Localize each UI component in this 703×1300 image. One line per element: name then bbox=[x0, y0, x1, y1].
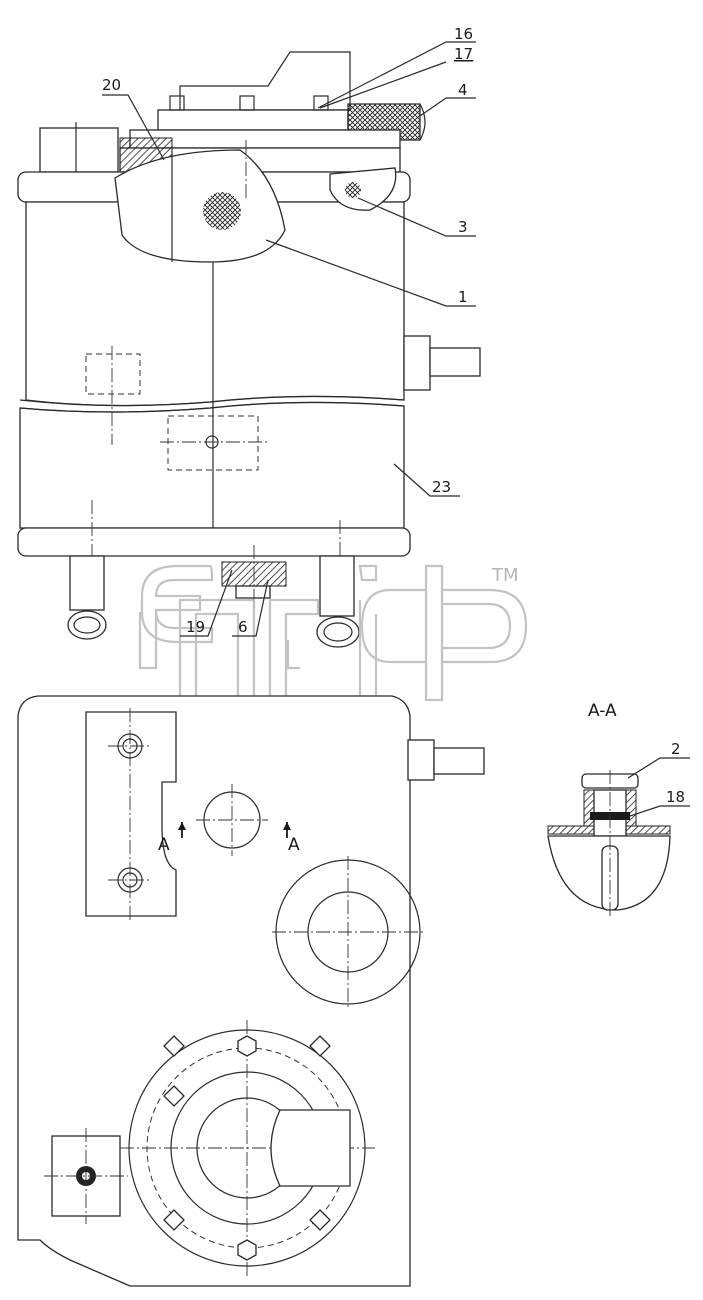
leader-3 bbox=[357, 197, 476, 237]
leader-2 bbox=[627, 757, 690, 779]
bottom-pipe bbox=[319, 555, 355, 617]
callout-2: 2 bbox=[671, 740, 681, 758]
break-line bbox=[19, 401, 405, 413]
watermark-letter bbox=[268, 598, 320, 700]
drain-plug-body bbox=[235, 585, 271, 599]
callout-19: 19 bbox=[186, 618, 205, 636]
flange-bolt bbox=[163, 1085, 185, 1107]
flange-bolt bbox=[237, 1035, 257, 1057]
callout-17: 17 bbox=[454, 45, 473, 63]
leader-1 bbox=[265, 239, 476, 307]
callout-18: 18 bbox=[666, 788, 685, 806]
section-aa-detail bbox=[547, 770, 671, 916]
callout-1: 1 bbox=[458, 288, 468, 306]
hidden-port bbox=[85, 353, 141, 395]
section-title: A-A bbox=[588, 701, 617, 721]
pipe-flare-inner bbox=[73, 616, 101, 634]
pipe-flare bbox=[316, 616, 360, 648]
callout-3: 3 bbox=[458, 218, 468, 236]
watermark-letter bbox=[286, 640, 300, 670]
cutaway-section bbox=[114, 149, 286, 263]
flange-bolt bbox=[163, 1209, 185, 1231]
side-boss-plan bbox=[407, 739, 435, 781]
cover-plate bbox=[179, 51, 351, 111]
side-boss bbox=[403, 335, 431, 391]
callout-16: 16 bbox=[454, 25, 473, 43]
leader-18 bbox=[629, 805, 690, 817]
watermark-tm: TM bbox=[491, 565, 519, 586]
watermark-letter bbox=[360, 588, 426, 664]
callout-4: 4 bbox=[458, 81, 468, 99]
tank-lower-body bbox=[19, 401, 405, 529]
detail-plate-right bbox=[625, 825, 671, 835]
watermark-letter bbox=[138, 612, 158, 670]
watermark-letter bbox=[358, 564, 378, 582]
leader-4 bbox=[419, 97, 476, 117]
outlet-boss bbox=[270, 1109, 351, 1187]
flange-bolt bbox=[163, 1035, 185, 1057]
flange-bolt bbox=[237, 1239, 257, 1261]
detail-wall-left bbox=[583, 789, 595, 827]
watermark-letter bbox=[440, 588, 528, 664]
side-nipple bbox=[429, 347, 481, 377]
leader-23 bbox=[393, 463, 460, 497]
leader-17 bbox=[319, 61, 447, 109]
callout-20: 20 bbox=[102, 76, 121, 94]
leader-lines bbox=[102, 41, 690, 817]
hidden-port bbox=[167, 415, 259, 471]
meshed-region bbox=[203, 192, 241, 230]
leader-19 bbox=[180, 569, 233, 637]
callout-labels: 16 17 4 20 3 1 23 19 6 2 18 A-A A A bbox=[102, 25, 685, 855]
watermark-letter bbox=[140, 564, 214, 644]
cap-edge bbox=[419, 103, 426, 141]
mounting-plate bbox=[85, 711, 177, 917]
plan-view bbox=[17, 695, 485, 1287]
leader-6 bbox=[232, 579, 269, 637]
section-arrow bbox=[283, 822, 291, 830]
detail-plate-left bbox=[547, 825, 595, 835]
detail-stem bbox=[601, 845, 619, 911]
callout-23: 23 bbox=[432, 478, 451, 496]
watermark-letter bbox=[424, 564, 444, 702]
detail-wall-right bbox=[625, 789, 637, 827]
meshed-region bbox=[345, 182, 361, 198]
pipe-flare-inner bbox=[323, 622, 353, 642]
flange-bolt bbox=[309, 1035, 331, 1057]
watermark-letter bbox=[178, 598, 256, 700]
pipe-flare bbox=[67, 610, 107, 640]
bolt-head bbox=[239, 95, 255, 111]
bottom-pipe bbox=[69, 555, 105, 611]
leader-20 bbox=[102, 94, 165, 161]
break-line bbox=[19, 395, 405, 407]
tank-bottom-rim bbox=[17, 527, 411, 557]
left-fitting bbox=[39, 127, 119, 173]
bolt-head bbox=[169, 95, 185, 111]
callout-6: 6 bbox=[238, 618, 248, 636]
section-mark-right: A bbox=[288, 835, 300, 855]
section-mark-left: A bbox=[158, 835, 170, 855]
leader-16 bbox=[317, 41, 476, 109]
cover-flange bbox=[157, 109, 349, 131]
side-nipple-plan bbox=[433, 747, 485, 775]
small-cutaway bbox=[329, 167, 397, 211]
front-elevation-view bbox=[17, 51, 481, 648]
section-arrow bbox=[178, 822, 186, 830]
flange-bolt bbox=[309, 1209, 331, 1231]
